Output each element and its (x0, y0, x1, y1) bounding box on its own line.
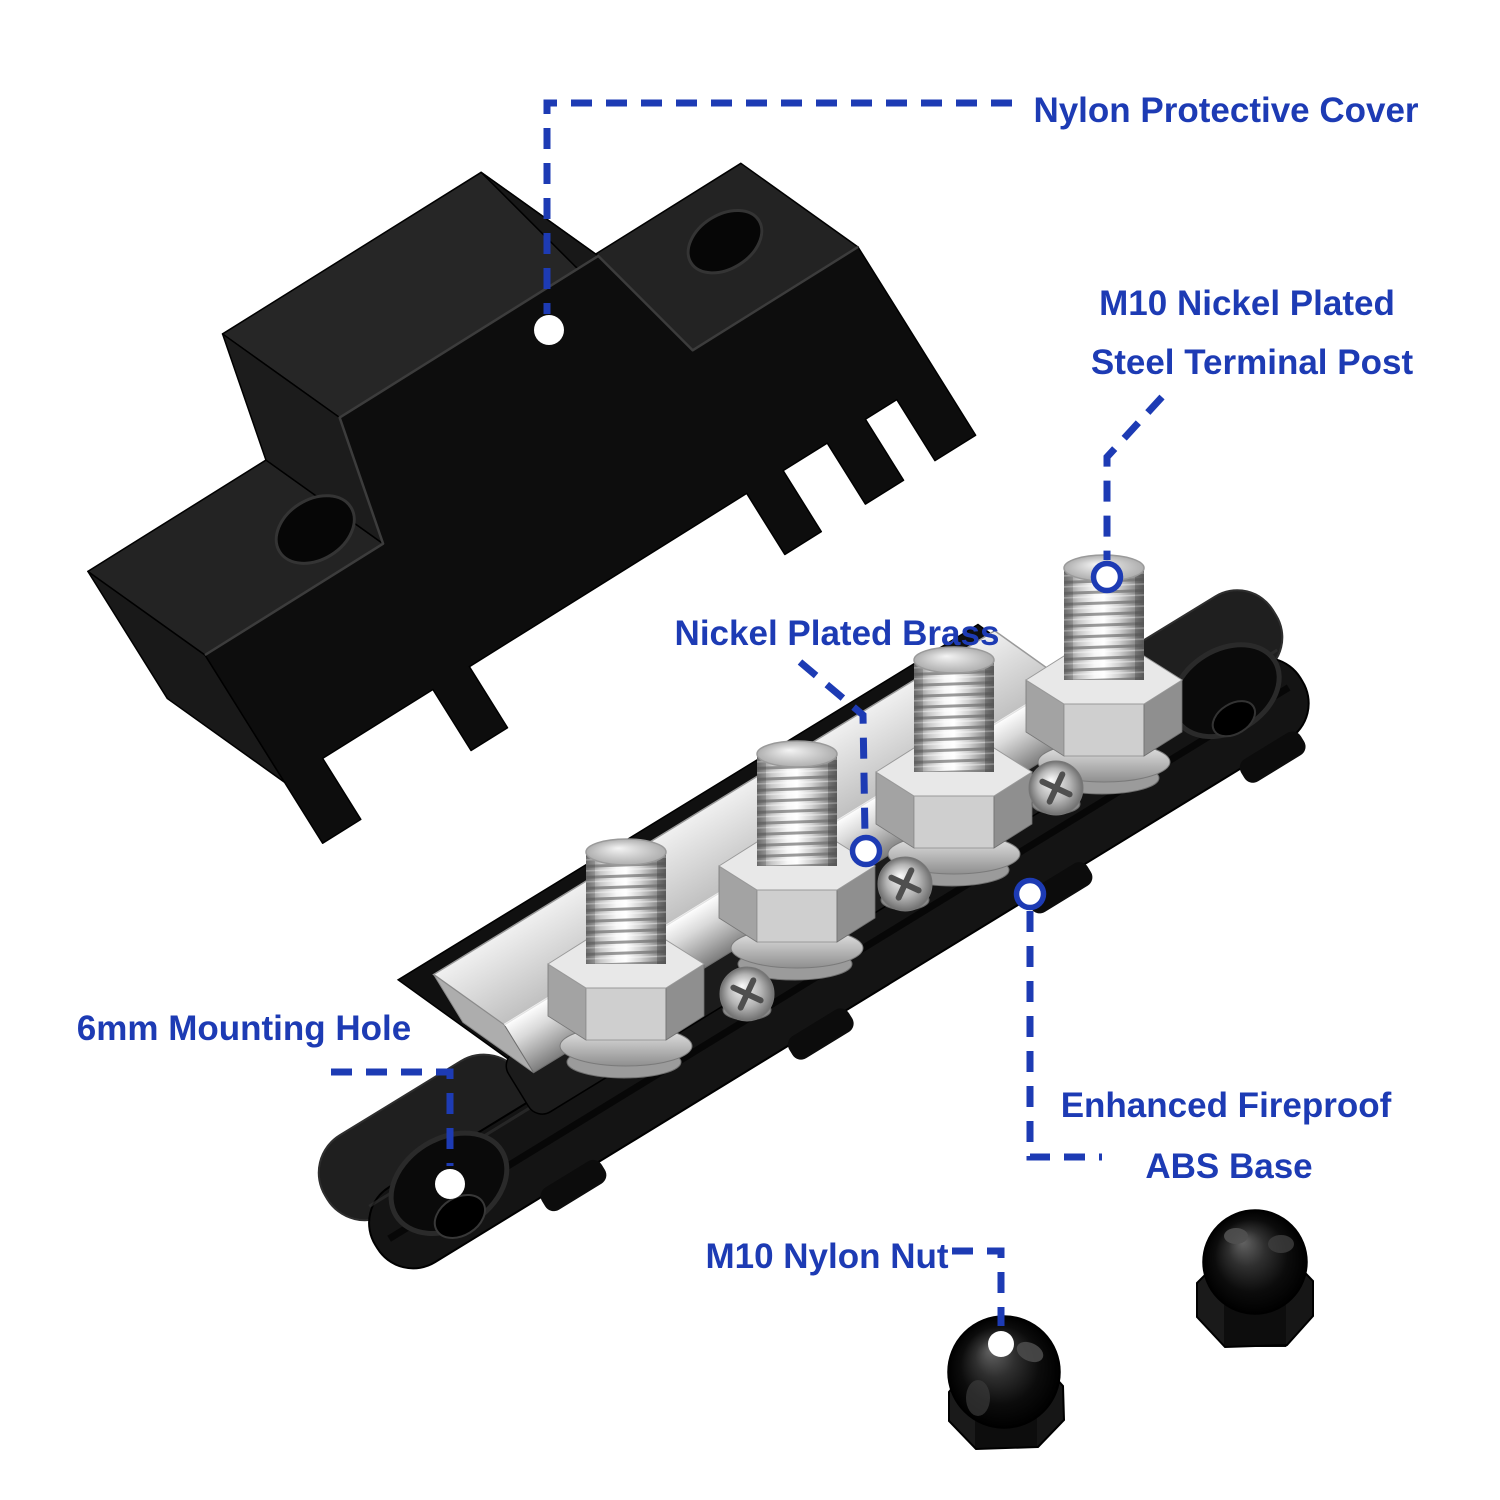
label-nylon-protective-cover: Nylon Protective Cover (1033, 91, 1418, 130)
label-6mm-mounting-hole: 6mm Mounting Hole (77, 1009, 411, 1048)
brass-screw-2 (878, 857, 932, 911)
brass-screw-1 (720, 967, 774, 1021)
label-abs-base-line2: ABS Base (1145, 1147, 1312, 1186)
leader-terminal-post (1103, 394, 1165, 560)
nylon-nut-right (1196, 1209, 1314, 1349)
marker-ring-terminal-post (1090, 560, 1124, 594)
nylon-cap-nuts (947, 1209, 1314, 1451)
base-foot (1239, 731, 1306, 783)
dome-reflection (1224, 1228, 1248, 1244)
label-nickel-plated-brass: Nickel Plated Brass (675, 614, 1000, 653)
dome-reflection (1016, 1341, 1044, 1363)
leader-cover (543, 99, 1012, 314)
marker-dot-nylon-nut (988, 1331, 1014, 1357)
label-abs-base-line1: Enhanced Fireproof (1061, 1086, 1392, 1125)
label-terminal-post-line2: Steel Terminal Post (1091, 343, 1414, 382)
leader-brass (797, 659, 869, 836)
marker-dot-mounting-hole (435, 1169, 465, 1199)
callout-markers (435, 315, 1124, 1357)
nut-dome (1202, 1209, 1308, 1315)
mounting-hole-right-bore (1211, 700, 1256, 738)
protective-cover-illustration (87, 162, 977, 845)
marker-dot-cover (534, 315, 564, 345)
base-foot (540, 1159, 607, 1212)
leader-nylon-nut (952, 1247, 1005, 1326)
brass-screw-3 (1029, 761, 1083, 815)
leader-abs-base (1026, 911, 1102, 1161)
cover-hole-left (274, 494, 356, 565)
leader-mounting-hole (331, 1068, 454, 1166)
dome-reflection (1268, 1235, 1294, 1253)
marker-ring-brass (849, 834, 883, 868)
label-terminal-post-line1: M10 Nickel Plated (1099, 284, 1395, 323)
callout-leader-lines (331, 99, 1165, 1326)
marker-ring-abs-base (1013, 877, 1047, 911)
cover-top-edge-highlight (204, 245, 859, 657)
callout-labels: Nylon Protective Cover M10 Nickel Plated… (77, 91, 1419, 1276)
nylon-nut-left (947, 1315, 1066, 1451)
base-foot (787, 1008, 854, 1060)
cover-hole-right (686, 208, 764, 275)
mounting-hole-left-bore (433, 1193, 486, 1239)
label-m10-nylon-nut: M10 Nylon Nut (705, 1237, 948, 1276)
dome-reflection (966, 1380, 990, 1416)
